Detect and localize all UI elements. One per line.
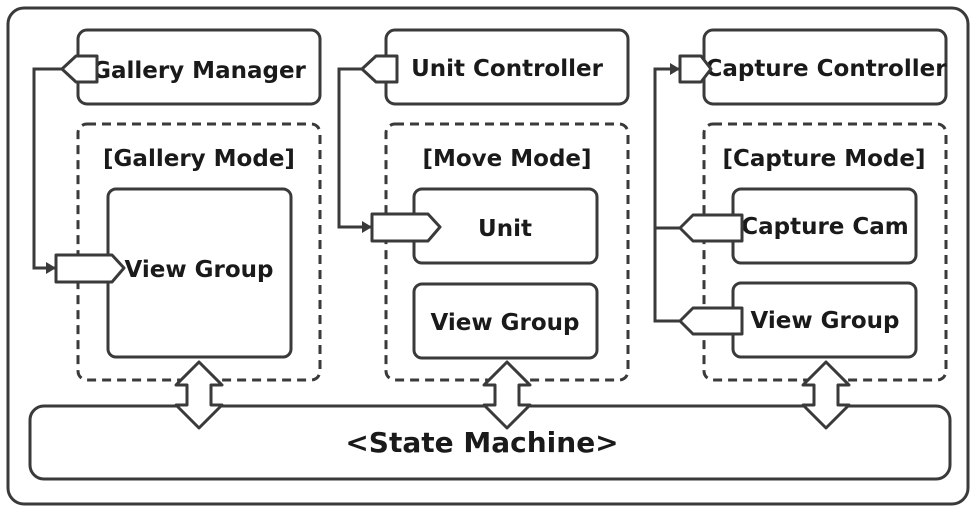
state-machine-label: <State Machine> <box>345 426 618 459</box>
unit-controller-label: Unit Controller <box>411 56 603 82</box>
gallery-state-double-arrow <box>174 360 224 430</box>
move-mode-title: [Move Mode] <box>422 146 591 172</box>
capture-view-port <box>678 306 744 336</box>
move-arrowhead <box>362 221 372 233</box>
capture-controller-label: Capture Controller <box>705 56 947 82</box>
gallery-manager-label: Gallery Manager <box>92 58 306 84</box>
gallery-connector-line <box>32 67 62 270</box>
move-view-group-label: View Group <box>431 310 580 336</box>
gallery-view-port <box>54 253 126 284</box>
move-view-group-box <box>412 282 599 360</box>
capture-cam-port <box>678 213 744 243</box>
gallery-arrowhead <box>46 262 56 274</box>
gallery-view-group-label: View Group <box>125 257 274 283</box>
move-connector-line <box>337 67 372 229</box>
capture-connector-line <box>653 67 680 323</box>
gallery-mode-title: [Gallery Mode] <box>103 146 295 172</box>
unit-controller-port <box>360 54 399 84</box>
capture-arrowhead <box>670 63 680 75</box>
capture-cam-label: Capture Cam <box>741 214 909 240</box>
capture-state-double-arrow <box>801 360 851 430</box>
capture-view-group-label: View Group <box>751 308 900 334</box>
unit-port <box>370 212 442 243</box>
unit-label: Unit <box>478 216 532 242</box>
move-state-double-arrow <box>482 360 532 430</box>
capture-controller-port <box>678 54 713 84</box>
capture-mode-title: [Capture Mode] <box>723 146 926 172</box>
gallery-manager-port <box>60 54 99 84</box>
